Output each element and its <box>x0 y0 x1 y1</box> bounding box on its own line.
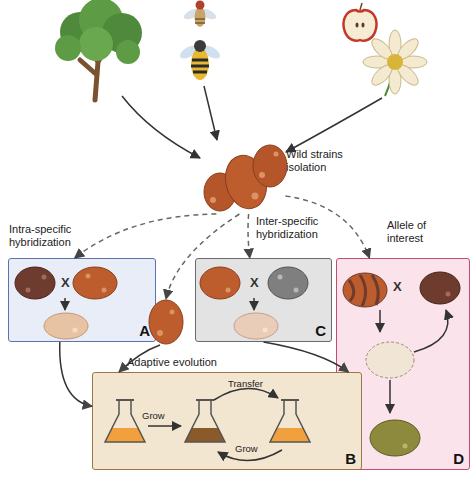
flower-icon-part <box>399 56 427 68</box>
connector-line <box>75 214 217 258</box>
yeast-cluster-part <box>252 193 259 200</box>
yeast-cluster <box>204 145 287 213</box>
step-label: Grow <box>142 410 165 421</box>
flower-icon-part <box>369 36 396 63</box>
source-label: Wild strains isolation <box>286 148 356 173</box>
tree-icon-part <box>102 13 142 53</box>
box-heading: Allele of interest <box>387 219 462 244</box>
box-heading: Inter-specific hybridization <box>256 215 336 240</box>
yeast-source: Wild strains isolation <box>198 142 290 214</box>
cross-symbol: X <box>61 275 70 290</box>
source-arrow <box>122 86 382 158</box>
yeast-cluster-part <box>204 173 236 211</box>
bee-icon-part <box>178 43 200 62</box>
source-arrow-part <box>286 98 382 152</box>
cross-symbol: X <box>393 279 402 294</box>
bee-icon-part <box>191 60 209 72</box>
flower-icon-part <box>369 62 396 89</box>
fly-icon-part <box>182 7 202 22</box>
step-label: Grow <box>235 443 258 454</box>
panel-letter: D <box>453 450 464 467</box>
apple-icon-part <box>356 23 359 28</box>
flower-icon <box>363 30 427 96</box>
flow-arrow <box>248 214 250 258</box>
panel-letter: A <box>139 322 150 339</box>
tree-icon-part <box>55 35 81 61</box>
tree-icon-part <box>116 40 140 64</box>
yeast-cluster-part <box>259 172 265 178</box>
tree-icon-part <box>79 0 123 42</box>
tree-icon-part <box>79 27 113 61</box>
flower-icon-part <box>389 66 401 94</box>
fly-icon-part <box>195 7 206 27</box>
yeast-cluster-part <box>253 145 287 187</box>
panel-letter: C <box>315 322 326 339</box>
source-arrow-part <box>204 86 217 140</box>
bee-icon-part <box>200 43 222 62</box>
fly-icon-part <box>195 19 205 23</box>
step-label: Transfer <box>228 378 263 389</box>
flower-icon-part <box>395 36 422 63</box>
box-heading: Intra-specific hybridization <box>9 223 104 248</box>
tree-icon <box>55 0 142 100</box>
fly-icon <box>182 1 218 28</box>
fly-icon-part <box>196 1 205 10</box>
apple-icon-part <box>362 23 365 28</box>
flower-icon-part <box>385 62 395 96</box>
yeast-cell-part <box>157 330 163 336</box>
flow-arrow <box>75 214 217 258</box>
apple-icon <box>343 3 376 41</box>
yeast-cluster-part <box>210 197 216 203</box>
apple-icon-part <box>343 10 376 41</box>
bee-icon <box>178 40 222 80</box>
connector-line <box>248 214 250 258</box>
bee-icon-part <box>191 48 209 80</box>
flower-icon-part <box>389 30 401 58</box>
source-arrow-part <box>122 96 200 158</box>
flower-icon-part <box>387 54 403 70</box>
method-box: Intra-specific hybridizationXA <box>8 258 156 342</box>
tree-icon-part <box>80 36 112 100</box>
yeast-cell-part <box>170 310 175 315</box>
box-heading: Adaptive evolution <box>127 356 267 369</box>
method-box: Inter-specific hybridizationXC <box>195 258 332 342</box>
apple-icon-part <box>360 3 362 10</box>
method-box: Adaptive evolutionB <box>92 372 362 470</box>
tree-icon-part <box>60 12 100 52</box>
fly-icon-part <box>198 7 218 22</box>
panel-letter: B <box>345 450 356 467</box>
flower-icon-part <box>363 56 391 68</box>
flower-icon-part <box>395 62 422 89</box>
connector-line <box>60 342 92 406</box>
bee-icon-part <box>194 40 206 52</box>
yeast-cluster-part <box>274 152 279 157</box>
flow-arrow <box>60 342 92 406</box>
yeast-cluster-part <box>220 151 273 214</box>
cross-symbol: X <box>250 275 259 290</box>
